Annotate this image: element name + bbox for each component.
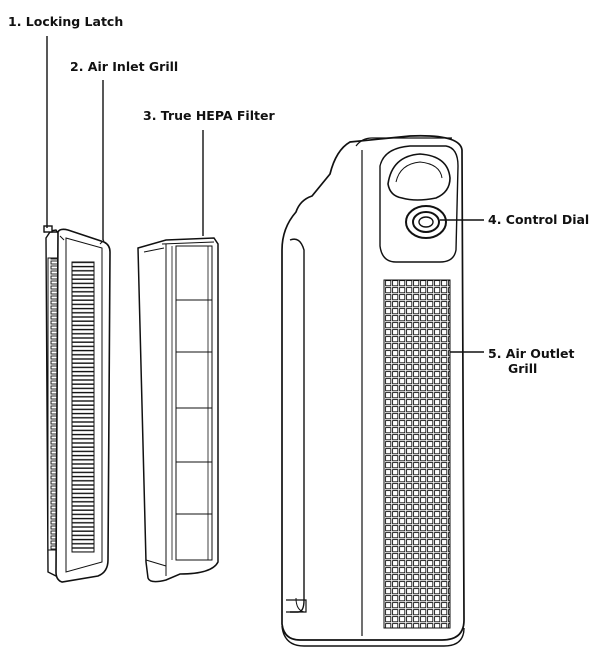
true-hepa-filter-label: 3. True HEPA Filter [143,108,275,123]
air-purifier-tower [281,134,465,647]
control-dial-label: 4. Control Dial [488,212,590,227]
leader-lines [46,36,484,353]
air-outlet-grill-label-line2: Grill [508,361,538,376]
air-outlet-grill-label: 5. Air Outlet Grill [488,346,575,376]
air-outlet-grill-label-line1: 5. Air Outlet [488,346,575,361]
air-inlet-grill-label: 2. Air Inlet Grill [70,59,179,74]
air-inlet-grill-part [55,228,111,583]
locking-latch-label: 1. Locking Latch [8,14,124,29]
true-hepa-filter-part [137,237,219,583]
